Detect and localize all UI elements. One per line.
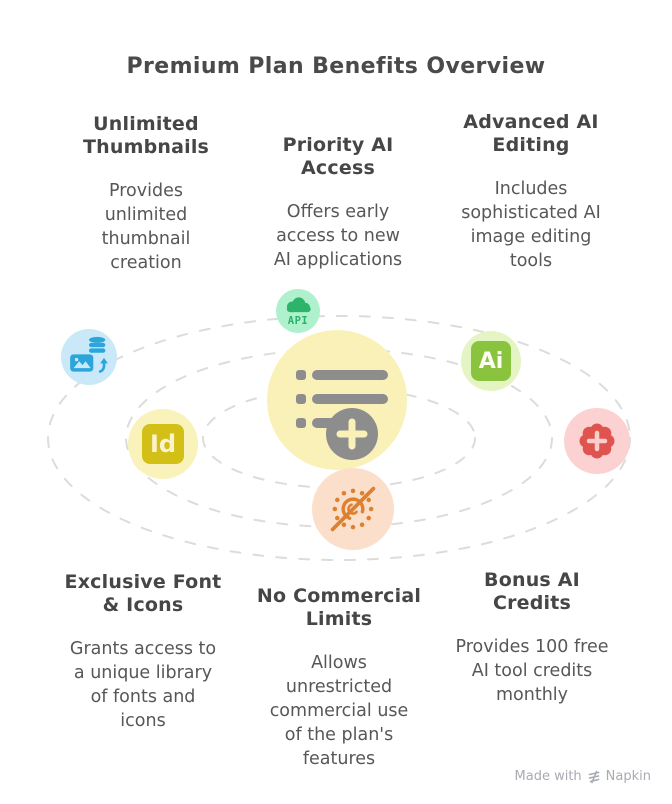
benefit-exclusive-font-icons: Exclusive Font & Icons Grants access to … (43, 571, 243, 733)
benefit-heading: No Commercial Limits (256, 585, 422, 630)
benefit-heading: Advanced AI Editing (463, 111, 599, 156)
benefit-priority-ai-access: Priority AI Access Offers early access t… (238, 134, 438, 272)
flower-plus-icon (579, 423, 615, 459)
indesign-badge: Id (142, 424, 184, 464)
indesign-icon: Id (128, 409, 198, 479)
benefit-description: Provides 100 free AI tool credits monthl… (455, 637, 609, 705)
illustrator-label: Ai (478, 348, 504, 374)
watermark-text: Made with (514, 769, 582, 784)
benefit-bonus-ai-credits: Bonus AI Credits Provides 100 free AI to… (432, 569, 632, 707)
benefit-advanced-ai-editing: Advanced AI Editing Includes sophisticat… (431, 111, 631, 273)
cloud-icon (286, 297, 311, 313)
benefit-no-commercial-limits: No Commercial Limits Allows unrestricted… (239, 585, 439, 771)
watermark: Made with Napkin (515, 769, 651, 784)
benefit-description: Includes sophisticated AI image editing … (461, 179, 601, 271)
benefit-description: Allows unrestricted commercial use of th… (269, 653, 409, 769)
benefit-heading: Priority AI Access (282, 134, 394, 179)
watermark-brand: Napkin (605, 769, 651, 784)
page-title: Premium Plan Benefits Overview (126, 54, 546, 79)
benefit-description: Offers early access to new AI applicatio… (273, 202, 403, 270)
indesign-label: Id (149, 430, 177, 458)
hidden-content-icon (312, 468, 394, 550)
illustrator-badge: Ai (471, 341, 511, 381)
benefit-description: Grants access to a unique library of fon… (69, 639, 217, 731)
benefit-description: Provides unlimited thumbnail creation (101, 181, 191, 273)
media-library-icon (61, 329, 117, 385)
plus-seal-icon (564, 408, 630, 474)
api-label: API (287, 315, 309, 327)
crossed-sun-icon (330, 486, 376, 532)
benefit-heading: Bonus AI Credits (484, 569, 580, 614)
napkin-logo-icon (588, 770, 599, 783)
benefit-heading: Exclusive Font & Icons (64, 571, 222, 616)
image-upload-icon (70, 336, 108, 373)
api-cloud-icon: API (276, 289, 320, 333)
illustrator-icon: Ai (461, 331, 521, 391)
list-plus-icon (296, 370, 388, 460)
benefit-unlimited-thumbnails: Unlimited Thumbnails Provides unlimited … (46, 113, 246, 275)
benefit-heading: Unlimited Thumbnails (82, 113, 210, 158)
